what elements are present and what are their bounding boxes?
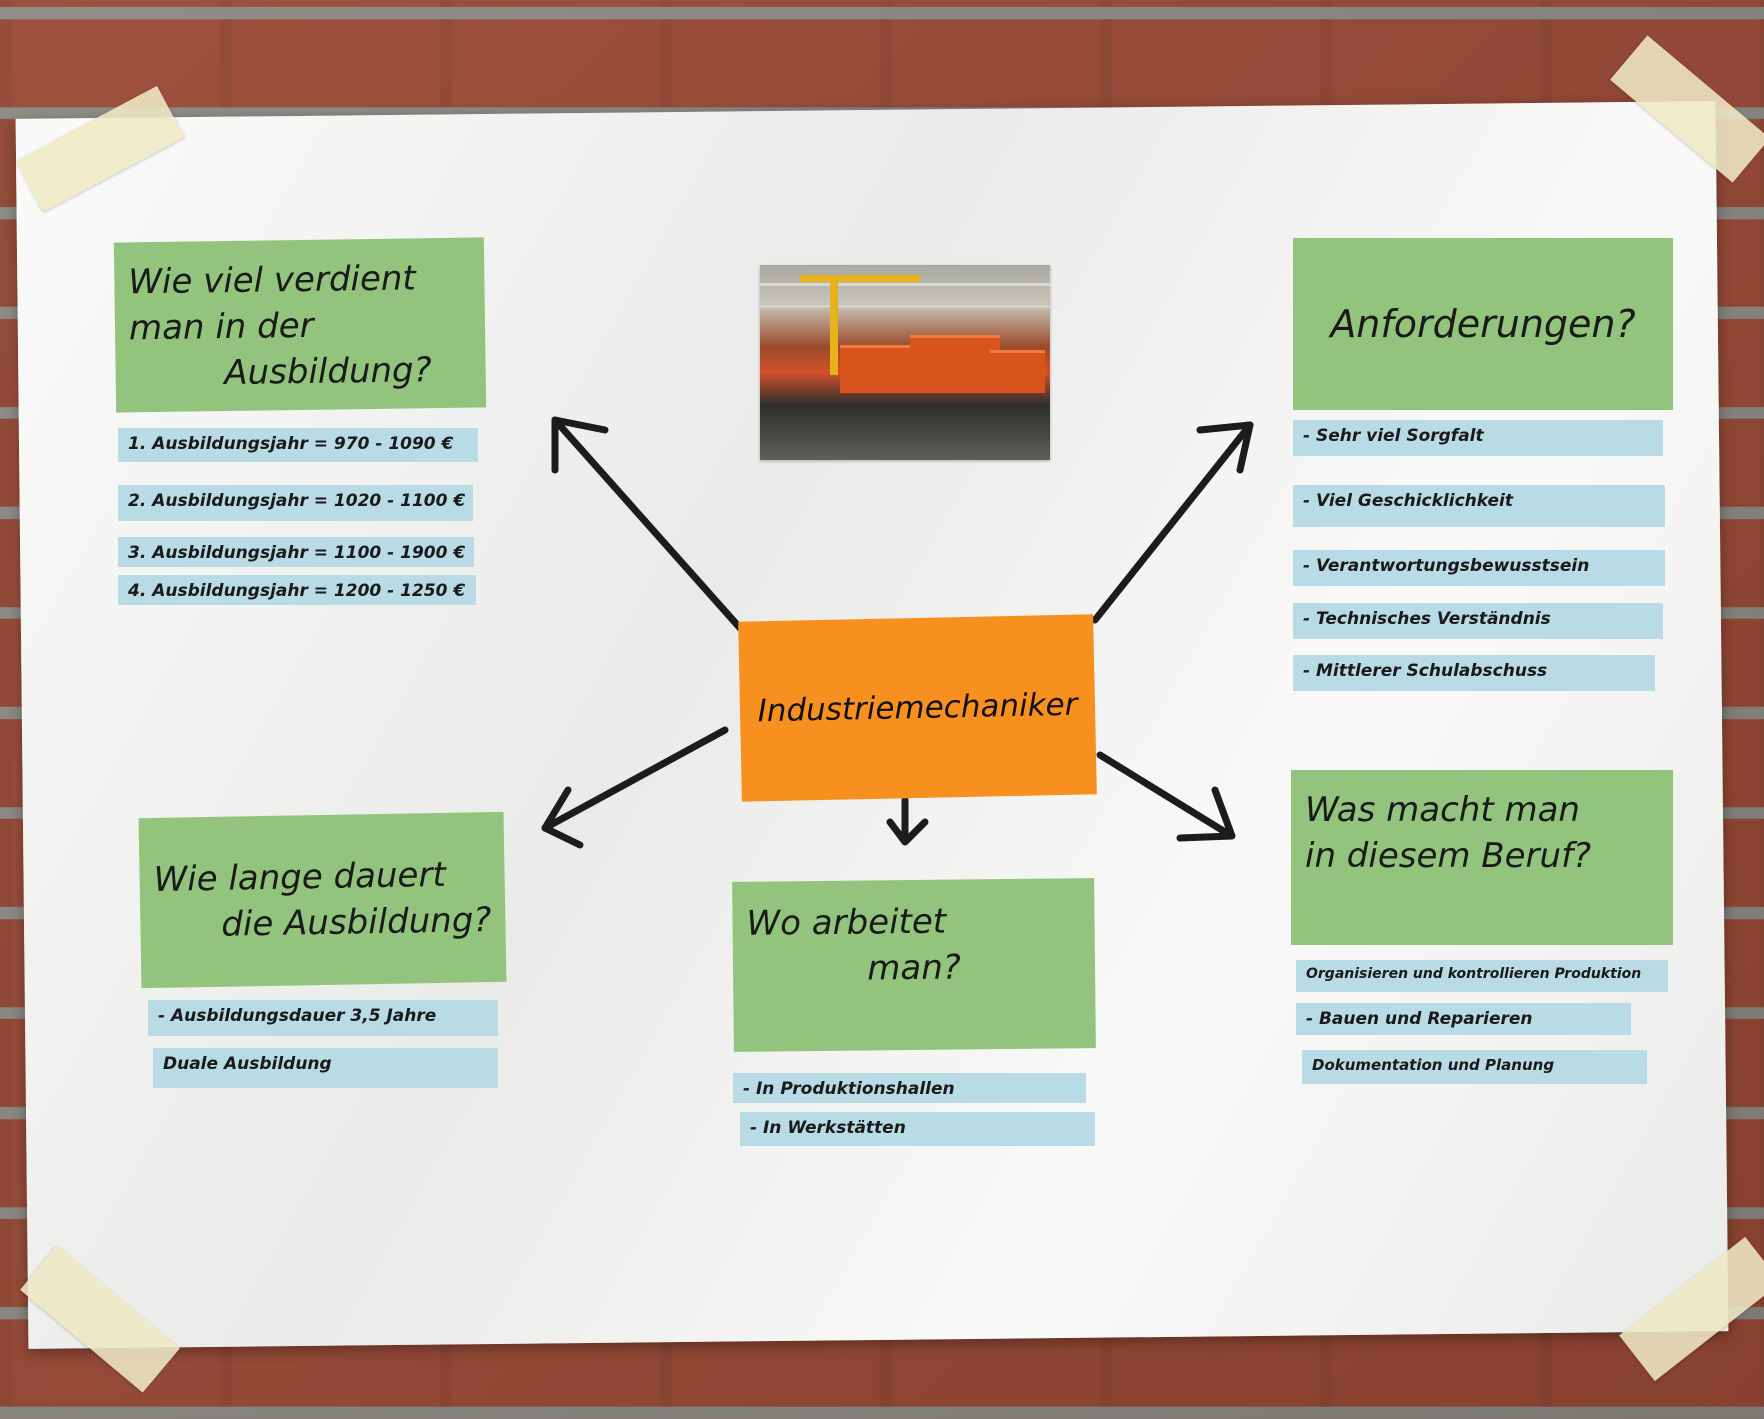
duration-question-line-1: Wie lange dauert bbox=[153, 854, 447, 900]
requirements-item-4: - Technisches Verständnis bbox=[1293, 603, 1663, 639]
arrowhead-requirements bbox=[1196, 421, 1254, 474]
arrowhead-salary bbox=[551, 416, 609, 474]
arrowhead-workplace bbox=[886, 818, 929, 846]
workplace-question-card: Wo arbeitet man? bbox=[732, 878, 1096, 1052]
arrowhead-tasks bbox=[1176, 786, 1236, 842]
arrow-to-duration bbox=[541, 726, 729, 832]
salary-item-3: 3. Ausbildungsjahr = 1100 - 1900 € bbox=[118, 537, 474, 567]
tasks-item-2: - Bauen und Reparieren bbox=[1296, 1003, 1631, 1035]
salary-question-line-1: Wie viel verdient bbox=[128, 258, 417, 303]
workplace-item-1: - In Produktionshallen bbox=[733, 1073, 1086, 1103]
factory-photo bbox=[760, 265, 1050, 460]
center-card: Industriemechaniker bbox=[738, 614, 1097, 802]
requirements-question: Anforderungen? bbox=[1330, 302, 1636, 346]
duration-question-card: Wie lange dauert die Ausbildung? bbox=[138, 811, 507, 989]
requirements-item-1: - Sehr viel Sorgfalt bbox=[1293, 420, 1663, 456]
arrowhead-duration bbox=[541, 786, 584, 849]
salary-question-line-2: man in der bbox=[128, 305, 314, 349]
duration-question-line-2: die Ausbildung? bbox=[221, 899, 492, 945]
arrow-to-tasks bbox=[1096, 751, 1234, 839]
tasks-question-line-1: Was macht man bbox=[1305, 790, 1580, 830]
requirements-item-5: - Mittlerer Schulabschuss bbox=[1293, 655, 1655, 691]
center-title: Industriemechaniker bbox=[757, 686, 1078, 730]
requirements-item-3: - Verantwortungsbewusstsein bbox=[1293, 550, 1665, 586]
arrow-to-requirements bbox=[1091, 421, 1254, 624]
arrow-to-salary bbox=[551, 416, 744, 632]
salary-item-2: 2. Ausbildungsjahr = 1020 - 1100 € bbox=[118, 485, 473, 521]
duration-item-2: Duale Ausbildung bbox=[153, 1048, 498, 1088]
workplace-item-2: - In Werkstätten bbox=[740, 1112, 1095, 1146]
duration-item-1: - Ausbildungsdauer 3,5 Jahre bbox=[148, 1000, 498, 1036]
salary-question-card: Wie viel verdient man in der Ausbildung? bbox=[113, 237, 487, 413]
tasks-question-line-2: in diesem Beruf? bbox=[1305, 835, 1592, 876]
tasks-question-card: Was macht man in diesem Beruf? bbox=[1291, 770, 1673, 945]
salary-item-1: 1. Ausbildungsjahr = 970 - 1090 € bbox=[118, 428, 478, 462]
workplace-question-line-2: man? bbox=[867, 947, 962, 989]
requirements-question-card: Anforderungen? bbox=[1293, 238, 1673, 410]
salary-item-4: 4. Ausbildungsjahr = 1200 - 1250 € bbox=[118, 575, 476, 605]
tasks-item-1: Organisieren und kontrollieren Produktio… bbox=[1296, 960, 1668, 992]
requirements-item-2: - Viel Geschicklichkeit bbox=[1293, 485, 1665, 527]
tasks-item-3: Dokumentation und Planung bbox=[1302, 1050, 1647, 1084]
workplace-question-line-1: Wo arbeitet bbox=[746, 901, 947, 944]
salary-question-line-3: Ausbildung? bbox=[224, 349, 432, 393]
